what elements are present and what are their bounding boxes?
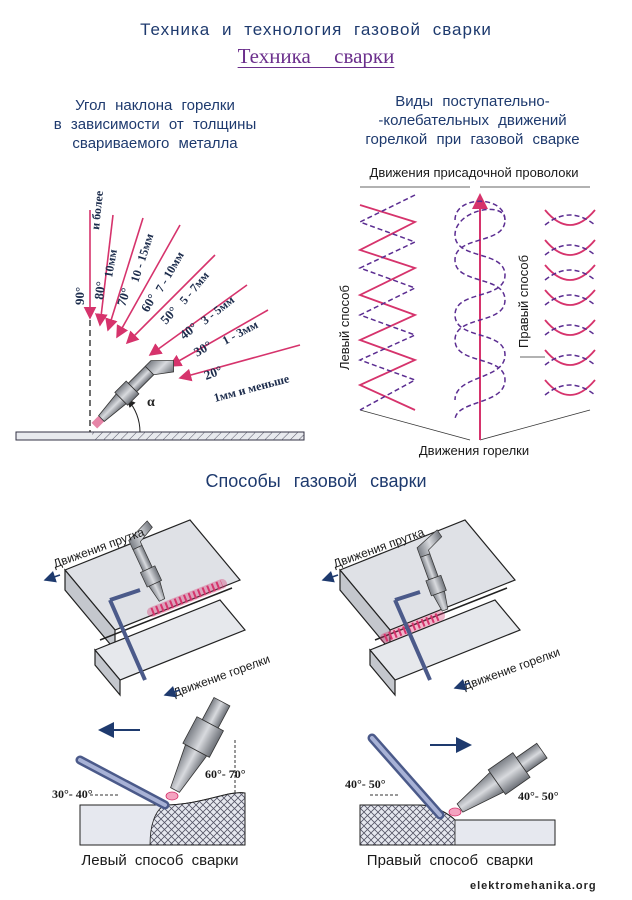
left-method-label: Левый способ [337,285,352,370]
angle-label-90: 90° [72,287,87,305]
left-rod-angle-label: 30°- 40° [52,787,93,801]
angle-arrow-80 [94,214,114,327]
left-zigzag-red [357,204,418,411]
torch-icon [416,529,449,612]
left-zigzag-purple [358,194,417,411]
right-torch-motion-label: Движение горелки [461,645,562,693]
motion-diagram: Движения присадочной проволоки Движения … [337,165,596,458]
right-scallops-purple [544,214,596,396]
angle-label-50: 50° [157,303,180,327]
methods-section-heading: Способы газовой сварки [205,471,427,491]
torch-icon [128,520,166,602]
angle-heading-line: Угол наклона горелки [75,97,235,114]
left-cross-section: 30°- 40° 60°- 70° [52,696,246,846]
torch-icon [456,742,548,813]
weld-bead [380,611,445,643]
left-torch-angle-label: 60°- 70° [205,767,246,781]
motion-section-heading: Виды поступательно- -колебательных движе… [320,92,625,149]
right-method-caption: Правый способ сварки [366,852,534,869]
left-method-caption: Левый способ сварки [81,852,239,869]
right-rod-angle-label: 40°- 50° [345,777,386,791]
angle-arrow-30 [168,309,269,367]
watermark: elektromehanika.org [470,880,597,892]
thickness-label-80: 10мм [101,248,120,278]
right-scallops-red [544,209,596,396]
angle-arrow-70 [105,217,144,332]
right-torch-angle-label: 40°- 50° [518,789,559,803]
motion-heading-line: горелкой при газовой сварке [365,131,580,148]
thickness-label-90: и более [88,189,106,230]
alpha-label: α [147,395,155,410]
motion-heading-line: Виды поступательно- [395,93,550,110]
weld-bead [147,579,227,617]
angle-label-40: 40° [177,319,201,342]
angle-arrow-20 [178,344,301,382]
page-subtitle: Техника сварки [237,44,395,68]
angle-arrow-50 [125,254,216,345]
angle-section-heading: Угол наклона горелки в зависимости от то… [10,96,300,153]
base-plate-hatch [92,432,304,440]
angle-arrow-40 [148,284,248,356]
angle-label-80: 80° [91,280,108,300]
angle-label-30: 30° [191,338,214,360]
right-method-block: Движения прутка Движение горелки [321,519,562,697]
motion-heading-line: -колебательных движений [378,112,567,129]
thickness-label-40: 3 - 5мм [198,293,237,328]
left-torch-motion-label: Движение горелки [171,652,272,700]
page-title: Техника и технология газовой сварки [140,20,492,39]
filler-wire-motion-label: Движения присадочной проволоки [370,165,579,180]
angle-label-70: 70° [114,286,134,308]
left-method-block: Движения прутка Движение горелки [43,519,272,700]
thickness-label-30: 1 - 3мм [220,317,260,347]
angle-arrow-60 [116,224,181,339]
torch-icon [91,360,174,429]
angle-diagram: α 90° 80° 70° 60° 50° 40° 30° 20° и боле… [15,189,305,441]
alpha-arc [127,399,141,433]
torch-motion-label: Движения горелки [419,443,529,458]
angle-label-20: 20° [202,362,224,382]
filler-rod [393,590,432,681]
angle-heading-line: в зависимости от толщины [53,116,257,133]
angle-heading-line: свариваемого металла [72,135,238,152]
torch-icon [170,696,231,793]
center-loops [454,200,506,421]
filler-rod [108,588,147,681]
right-cross-section: 40°- 50° 40°- 50° [345,733,559,846]
thickness-label-20: 1мм и меньше [212,371,291,405]
right-method-label: Правый способ [516,255,531,348]
